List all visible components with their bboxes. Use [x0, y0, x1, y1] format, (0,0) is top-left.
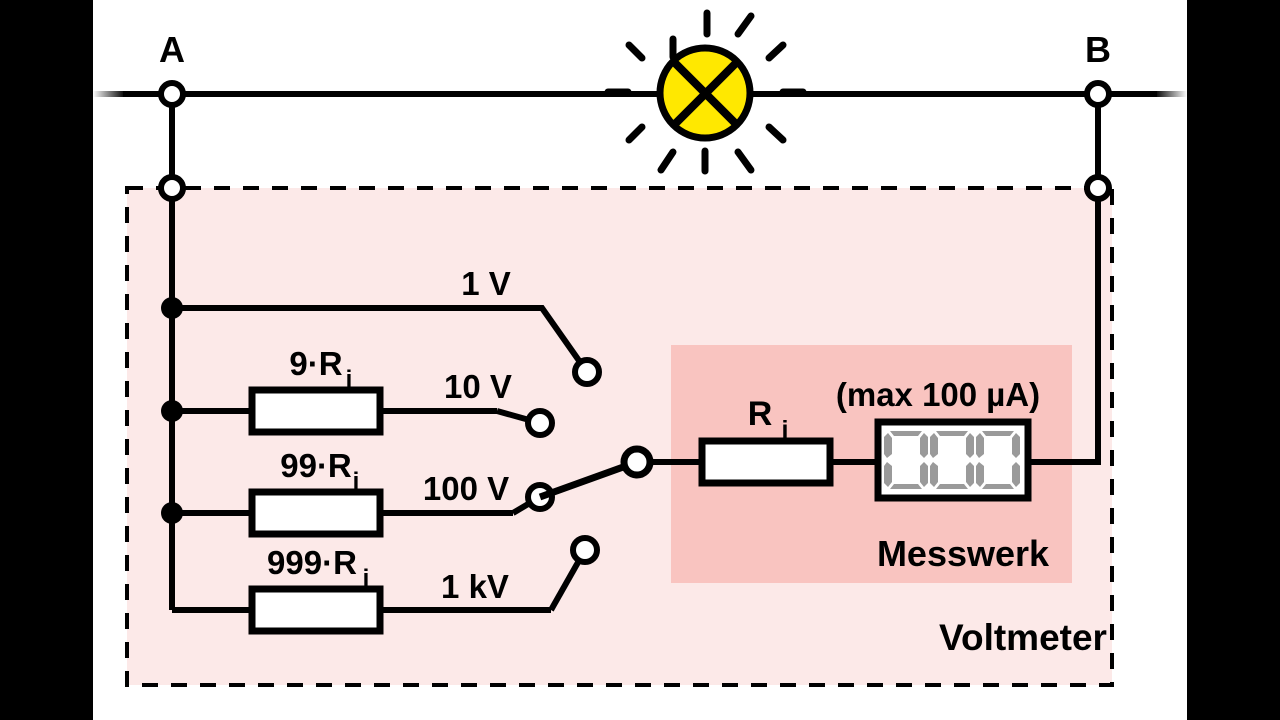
lamp-icon — [604, 9, 807, 175]
main-wire-fade-left — [93, 91, 125, 97]
letterbox-right — [1187, 0, 1280, 720]
terminal-b-connector[interactable] — [1084, 80, 1112, 108]
resistor-99ri-sub: i — [353, 468, 360, 495]
resistor-ri-label: R — [748, 395, 773, 433]
terminal-a-label: A — [159, 29, 185, 70]
resistor-9ri-sub: i — [346, 366, 353, 393]
resistor-99ri-label: 99·R — [280, 447, 352, 484]
range-100v-label: 100 V — [423, 470, 509, 507]
display-digit-3 — [976, 431, 1020, 489]
switch-wiper-arm[interactable] — [538, 458, 639, 501]
range-1v-branch[interactable]: 1 V — [161, 265, 602, 387]
messwerk-label: Messwerk — [877, 533, 1050, 574]
switch-pivot[interactable] — [620, 445, 654, 479]
resistor-999ri-label: 999·R — [267, 544, 357, 581]
voltmeter-label: Voltmeter — [939, 617, 1107, 658]
resistor-999ri-sub: i — [363, 565, 370, 592]
switch-contact-10v[interactable] — [525, 408, 555, 438]
switch-contact-1kv[interactable] — [570, 535, 600, 565]
junction-dot-100v — [161, 502, 183, 524]
range-10v-label: 10 V — [444, 368, 512, 405]
letterbox-left — [0, 0, 93, 720]
display-digit-1 — [884, 431, 928, 489]
terminal-a-connector[interactable] — [158, 80, 186, 108]
display-digit-2 — [930, 431, 974, 489]
range-10v-branch[interactable]: 9·R i 10 V — [161, 345, 555, 438]
junction-dot-1v — [161, 297, 183, 319]
terminal-b-enclosure-connector[interactable] — [1084, 174, 1112, 202]
diagram-canvas: A B 1 V 9·R i 1 — [93, 0, 1187, 720]
resistor-99ri — [248, 488, 384, 538]
switch-contact-1v[interactable] — [572, 357, 602, 387]
range-1kv-label: 1 kV — [441, 568, 509, 605]
max-current-label: (max 100 µA) — [836, 376, 1040, 413]
range-1kv-branch[interactable]: 999·R i 1 kV — [172, 535, 600, 635]
terminal-b-label: B — [1085, 29, 1111, 70]
range-100v-branch[interactable]: 99·R i 100 V — [161, 447, 555, 538]
resistor-999ri — [248, 585, 384, 635]
resistor-9ri — [248, 386, 384, 436]
messwerk-group: R i (max 100 µA) — [650, 376, 1101, 574]
resistor-ri — [698, 437, 834, 487]
resistor-ri-sub: i — [782, 416, 789, 444]
junction-dot-10v — [161, 400, 183, 422]
main-wire-fade-right — [1155, 91, 1187, 97]
resistor-9ri-label: 9·R — [289, 345, 342, 382]
range-1v-label: 1 V — [461, 265, 511, 302]
terminal-a-enclosure-connector[interactable] — [158, 174, 186, 202]
